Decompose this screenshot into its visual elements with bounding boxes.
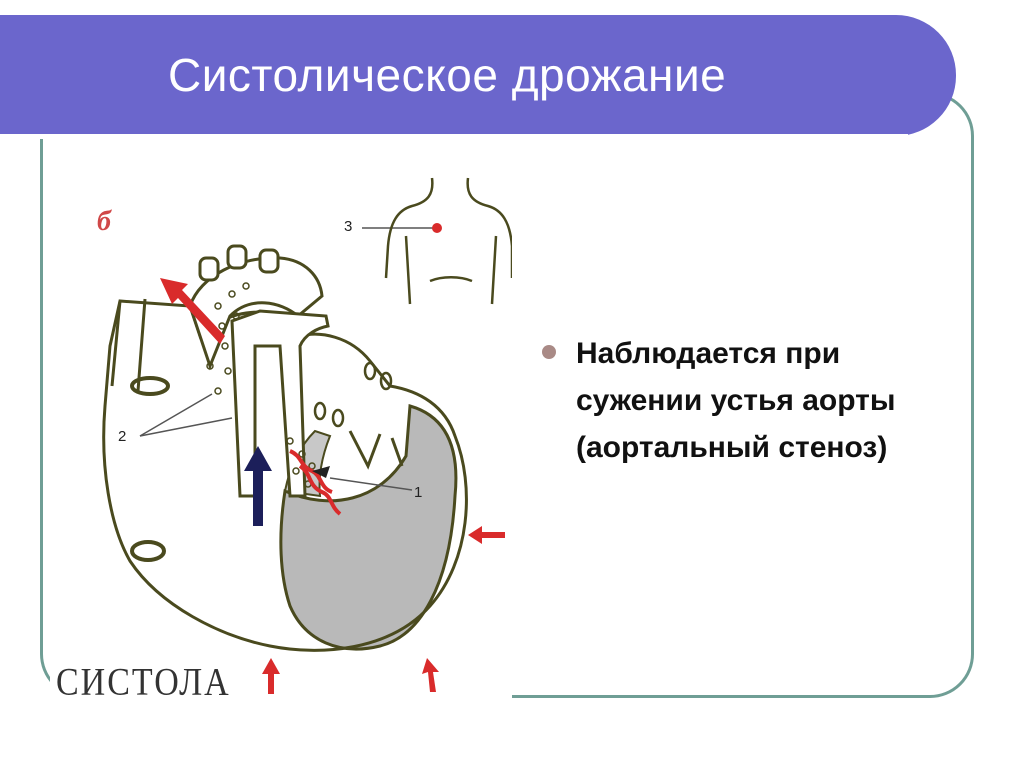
figure-letter: б [97, 206, 111, 237]
pulmonary-trunk [188, 256, 324, 371]
jet-marker [312, 466, 330, 478]
heart-diagram [102, 177, 512, 694]
mitral-valve [348, 430, 404, 470]
label-two: 2 [118, 428, 127, 445]
heart-systole-figure: б 2 1 3 СИСТОЛА [50, 166, 512, 714]
bullet-text: Наблюдается при сужении устья аорты (аор… [576, 337, 896, 464]
label-one: 1 [414, 484, 423, 501]
bullet-list: Наблюдается при сужении устья аорты (аор… [542, 330, 962, 471]
aorta [230, 309, 330, 498]
auscultation-point [432, 223, 442, 233]
figure-caption: СИСТОЛА [56, 661, 231, 704]
title-underline [0, 134, 908, 139]
leader-lines [139, 227, 434, 491]
title-band [0, 15, 956, 136]
myocardium-wall [279, 404, 458, 651]
red-flow-arrow-large [160, 278, 225, 344]
label-three: 3 [344, 218, 353, 235]
torso-outline [384, 177, 512, 305]
dark-flow-arrow [244, 446, 272, 526]
aortic-branches [198, 244, 280, 282]
slide-title: Систолическое дрожание [168, 49, 727, 101]
pulmonary-vein-openings [130, 361, 393, 562]
bullet-item: Наблюдается при сужении устья аорты (аор… [542, 330, 962, 471]
bullet-dot-icon [542, 345, 556, 359]
vena-cava [110, 298, 147, 392]
pressure-arrows [262, 526, 505, 694]
